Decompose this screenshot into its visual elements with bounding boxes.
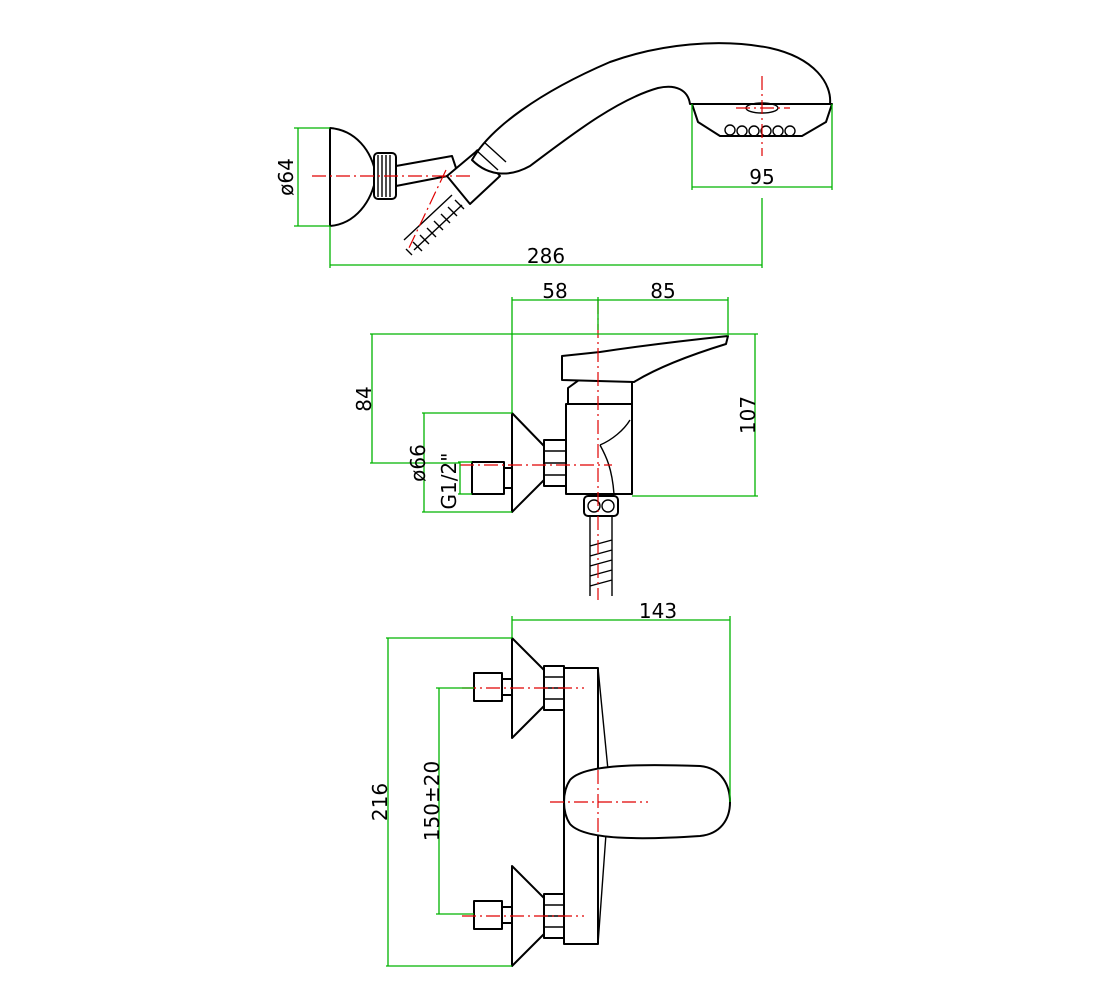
- dim-side-thread: [458, 461, 472, 495]
- hand-shower-view: ø64 95 286: [274, 42, 833, 268]
- spray-nozzles: [724, 124, 796, 137]
- hose-spiral: [403, 194, 465, 256]
- centerline-hose: [407, 169, 447, 251]
- front-inlet-top: [473, 672, 503, 702]
- side-lever: [561, 335, 729, 383]
- dim-side-107-label: 107: [736, 396, 760, 434]
- mixer-side-view: 58 85 84 ø66 G1/2" 107: [352, 279, 760, 600]
- holder-arm: [395, 155, 459, 187]
- dim-front-centres-label: 150±20: [420, 761, 444, 841]
- dim-head-width: [691, 104, 833, 190]
- dim-side-107: [632, 333, 758, 497]
- dim-side-85-label: 85: [650, 279, 675, 303]
- front-body-taper: [597, 667, 609, 945]
- dim-total-length: [329, 198, 763, 268]
- dim-front-height-label: 216: [368, 783, 392, 821]
- dim-front-height: [386, 637, 512, 967]
- side-valve-body: [565, 403, 633, 495]
- dim-hanger-diameter: [294, 127, 330, 227]
- wall-cup: [329, 127, 377, 227]
- side-diverter: [583, 495, 619, 517]
- front-inlet-bottom: [473, 900, 503, 930]
- shower-handle: [471, 42, 832, 175]
- dim-side-58-label: 58: [542, 279, 567, 303]
- dim-front-width: [511, 616, 731, 802]
- dim-front-centres: [436, 687, 474, 915]
- side-flange: [511, 412, 545, 513]
- side-hose: [589, 516, 613, 596]
- dim-head-width-label: 95: [749, 165, 774, 189]
- dim-side-84: [370, 333, 728, 464]
- mixer-front-view: 143 216 150±20: [368, 599, 731, 967]
- dim-front-width-label: 143: [639, 599, 677, 623]
- dim-side-66-label: ø66: [406, 444, 430, 482]
- dim-hanger-diameter-label: ø64: [274, 158, 298, 196]
- handle-collar: [475, 141, 507, 171]
- dim-side-84-label: 84: [352, 386, 376, 411]
- dim-total-length-label: 286: [527, 244, 565, 268]
- dim-side-thread-label: G1/2": [437, 453, 461, 510]
- side-body-shoulder: [599, 419, 631, 495]
- dim-side-66: [422, 412, 512, 513]
- side-inlet-fitting: [471, 461, 505, 495]
- dim-side-top: [511, 297, 729, 413]
